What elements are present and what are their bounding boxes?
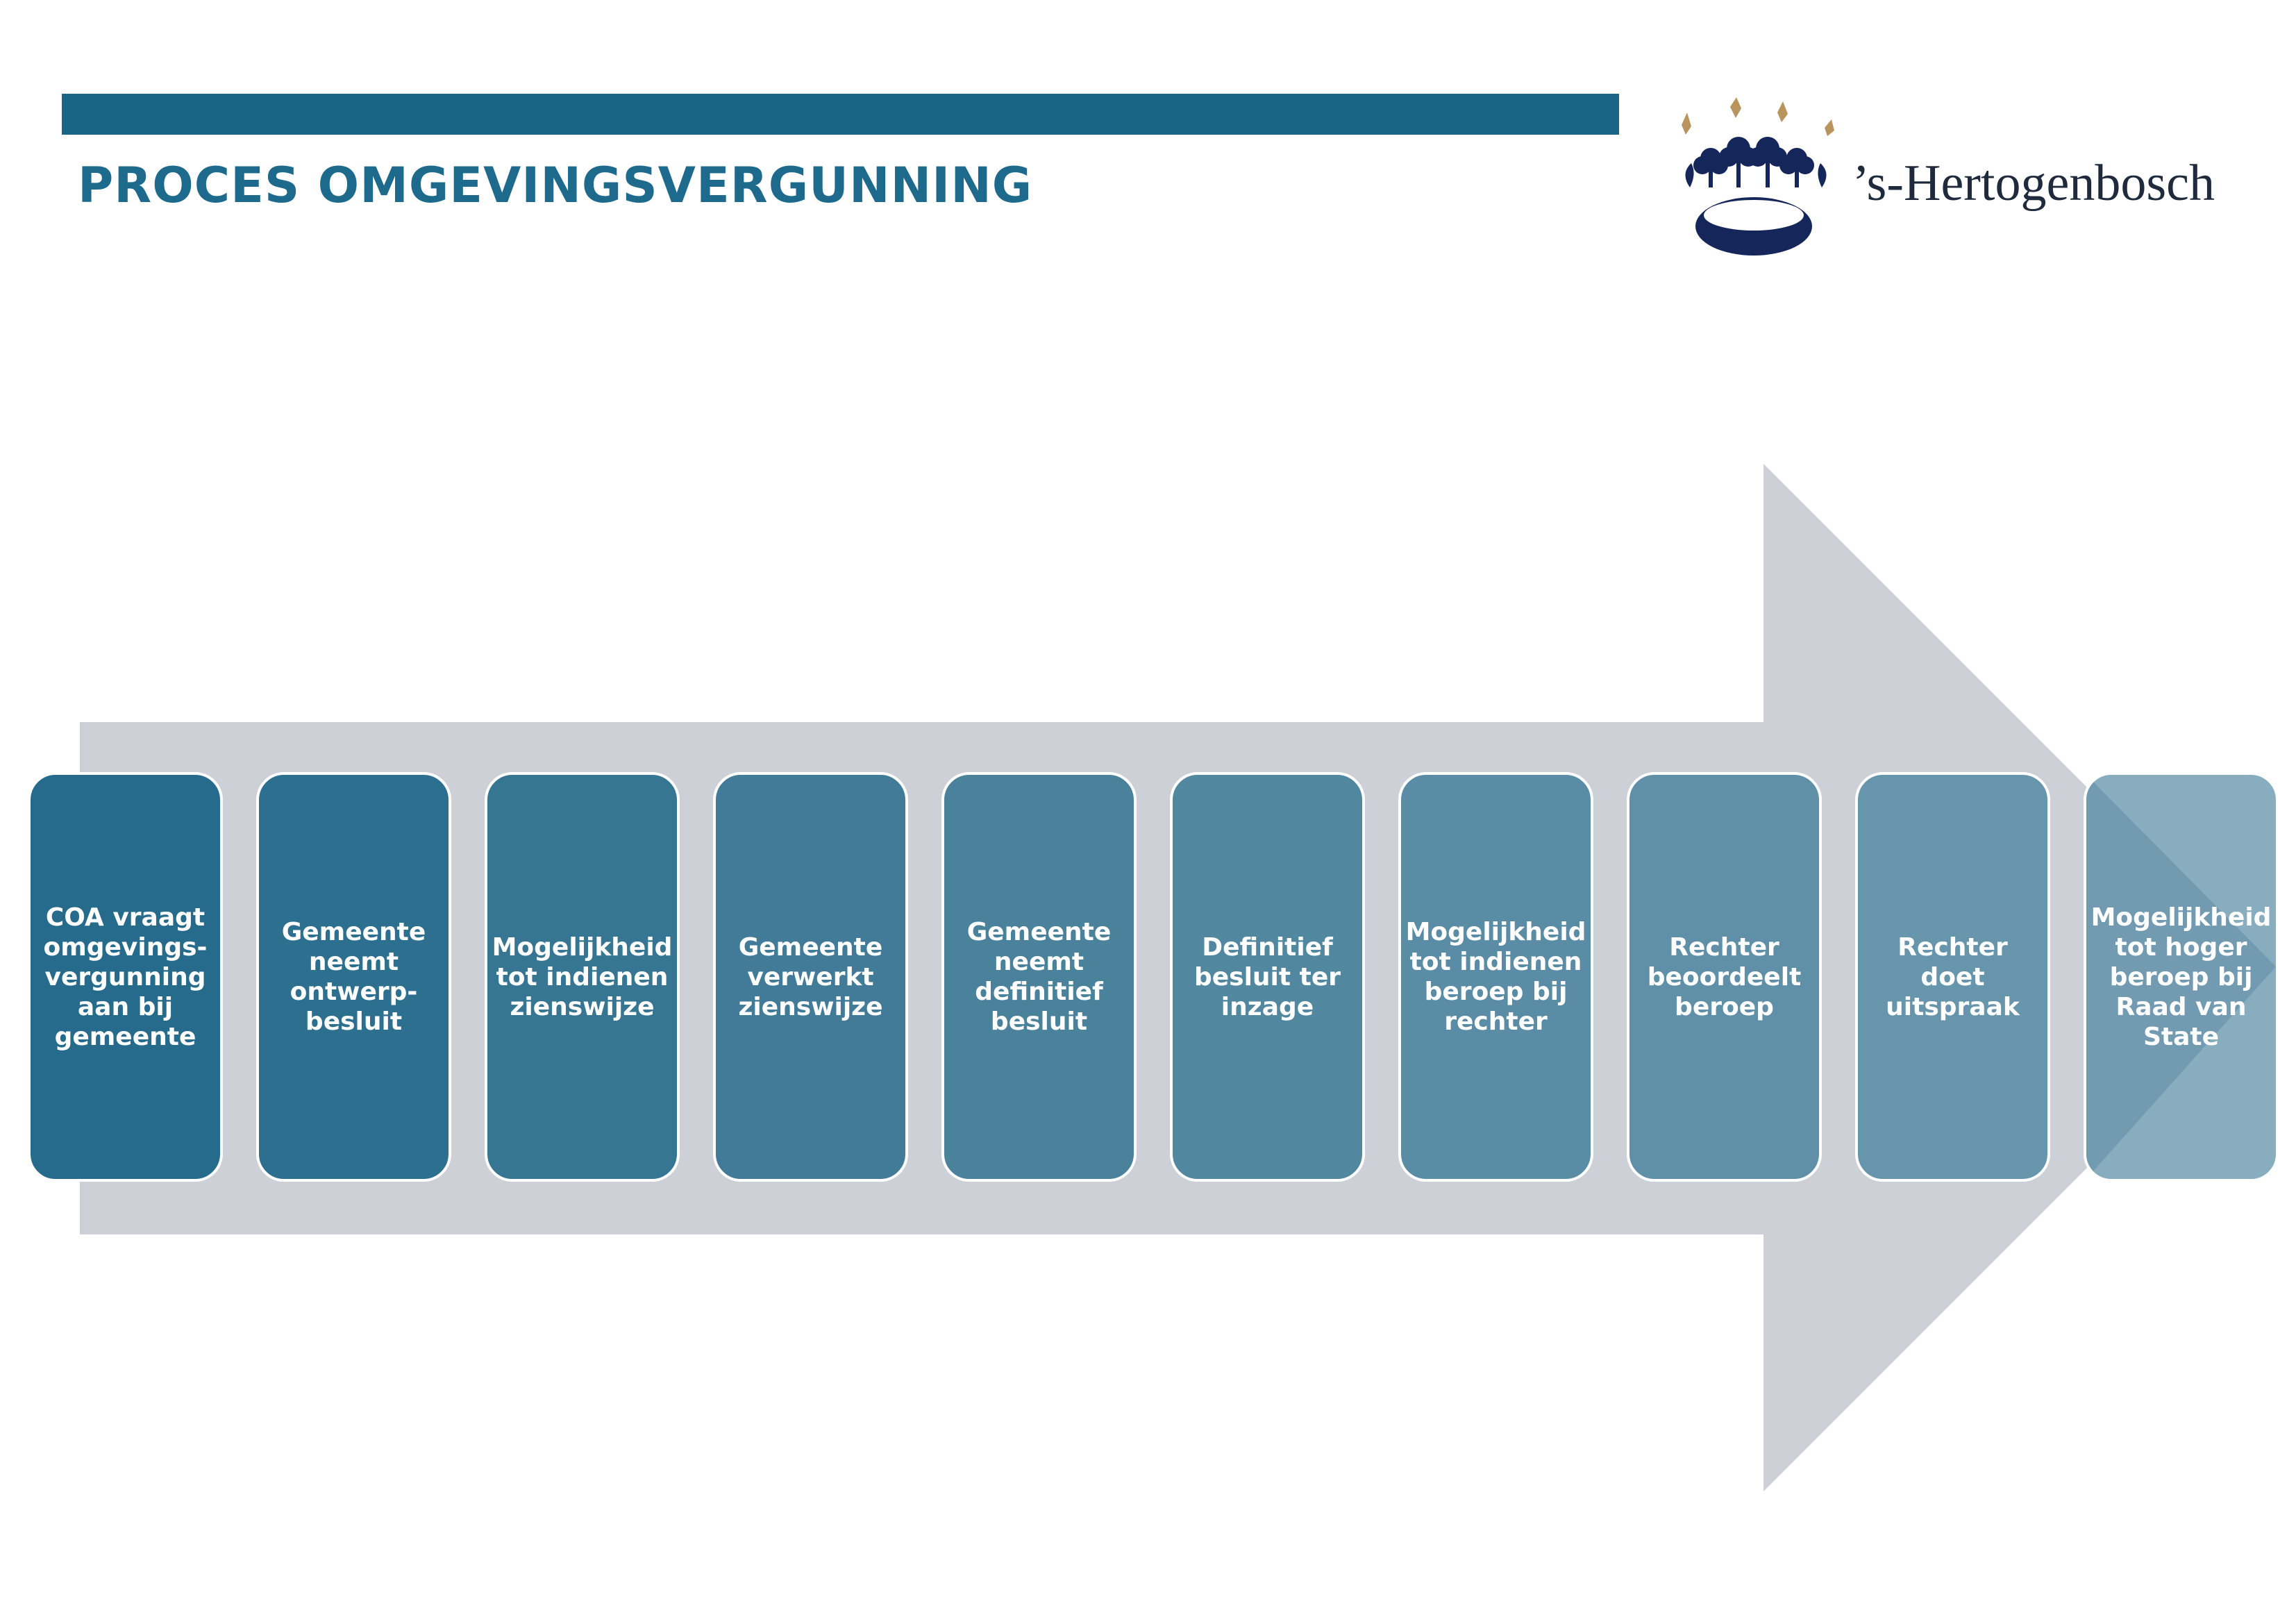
process-step-label: COA vraagt omgevings-vergunning aan bij …	[43, 903, 208, 1051]
process-step-label: Gemeente neemt ontwerp-besluit	[281, 918, 426, 1036]
header-accent-bar	[62, 94, 1619, 135]
process-step-4: Gemeente verwerkt zienswijze	[713, 772, 908, 1182]
process-step-10: Mogelijkheid tot hoger beroep bij Raad v…	[2084, 772, 2279, 1182]
process-step-9: Rechter doet uitspraak	[1855, 772, 2050, 1182]
logo-text: ’s-Hertogenbosch	[1852, 155, 2215, 212]
process-step-3: Mogelijkheid tot indienen zienswijze	[485, 772, 680, 1182]
process-step-label: Definitief besluit ter inzage	[1193, 932, 1341, 1021]
process-step-6: Definitief besluit ter inzage	[1170, 772, 1365, 1182]
process-step-8: Rechter beoordeelt beroep	[1627, 772, 1822, 1182]
process-step-5: Gemeente neemt definitief besluit	[941, 772, 1137, 1182]
process-step-label: Mogelijkheid tot hoger beroep bij Raad v…	[2090, 903, 2272, 1051]
process-step-2: Gemeente neemt ontwerp-besluit	[256, 772, 451, 1182]
process-step-label: Mogelijkheid tot indienen beroep bij rec…	[1405, 918, 1586, 1036]
process-step-7: Mogelijkheid tot indienen beroep bij rec…	[1398, 772, 1593, 1182]
process-step-label: Mogelijkheid tot indienen zienswijze	[492, 932, 673, 1021]
crown-icon	[1682, 97, 1834, 256]
page-title: PROCES OMGEVINGSVERGUNNING	[78, 157, 1033, 214]
municipality-logo: ’s-Hertogenbosch	[1666, 97, 2249, 257]
process-step-label: Rechter beoordeelt beroep	[1647, 932, 1802, 1021]
process-step-label: Rechter doet uitspraak	[1886, 932, 2020, 1021]
process-step-label: Gemeente neemt definitief besluit	[966, 918, 1112, 1036]
arrow-tip-overlay	[2086, 775, 2276, 1179]
process-step-label: Gemeente verwerkt zienswijze	[738, 932, 883, 1021]
process-step-1: COA vraagt omgevings-vergunning aan bij …	[28, 772, 223, 1182]
